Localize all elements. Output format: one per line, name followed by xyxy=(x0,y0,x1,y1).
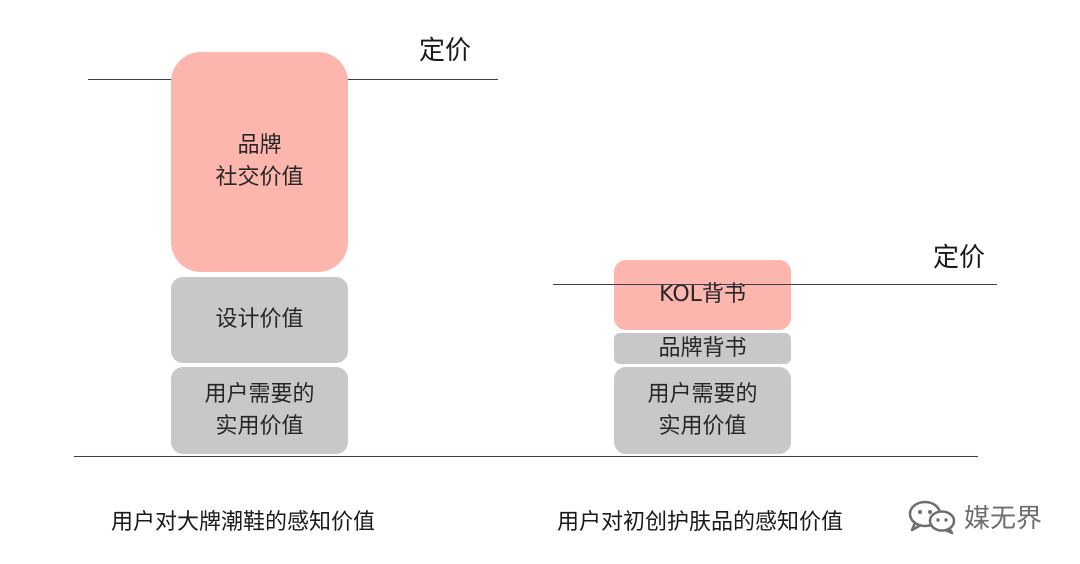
right-kol-block: KOL背书 xyxy=(614,260,791,330)
watermark-text: 媒无界 xyxy=(964,504,1043,534)
watermark: 媒无界 xyxy=(906,498,1042,535)
right-price-line xyxy=(553,284,997,285)
right-practical-block: 用户需要的 实用价值 xyxy=(614,367,791,454)
left-price-label: 定价 xyxy=(419,36,472,66)
right-caption: 用户对初创护肤品的感知价值 xyxy=(557,510,844,535)
right-price-label: 定价 xyxy=(933,243,986,273)
left-practical-block: 用户需要的 实用价值 xyxy=(171,367,348,454)
right-brand-endorse-block: 品牌背书 xyxy=(614,333,791,364)
baseline xyxy=(74,456,978,457)
wechat-icon xyxy=(908,500,956,534)
left-brand-social-block: 品牌 社交价值 xyxy=(171,52,348,272)
left-caption: 用户对大牌潮鞋的感知价值 xyxy=(111,510,376,535)
left-design-block: 设计价值 xyxy=(171,277,348,363)
